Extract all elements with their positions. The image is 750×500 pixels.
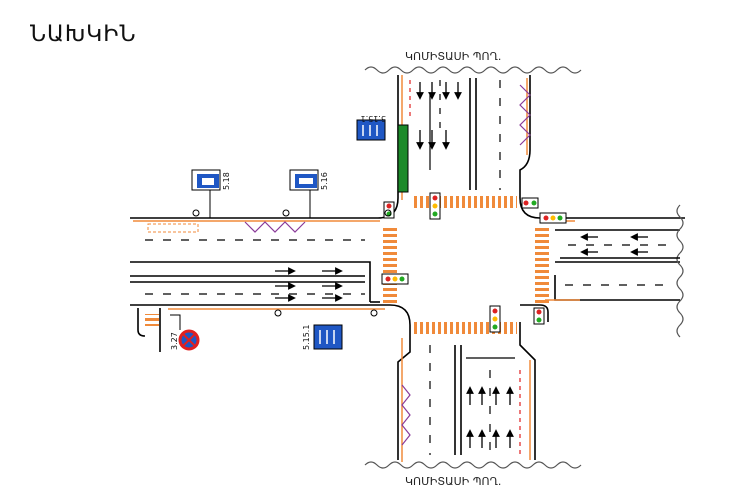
road-cut-lines xyxy=(364,66,684,469)
bus-stop-posts xyxy=(192,190,392,317)
sign-5-18-label: 5.18 xyxy=(222,172,231,190)
sign-5-18: 5.18 xyxy=(191,169,231,191)
traffic-light-6 xyxy=(489,305,501,333)
red-dash-lines xyxy=(409,80,521,455)
traffic-light-3 xyxy=(521,197,539,209)
traffic-light-4 xyxy=(539,212,567,224)
green-median xyxy=(397,124,409,193)
lane-arrows xyxy=(275,82,648,448)
traffic-lights xyxy=(381,192,567,333)
sign-5-15-1-top: 5.15.1 xyxy=(356,114,386,141)
sign-3-27-label: 3.27 xyxy=(170,332,179,350)
sign-5-15-1-bottom: 5.15.1 xyxy=(302,324,343,350)
page-title: ՆԱԽԿԻՆ xyxy=(30,22,137,47)
traffic-light-7 xyxy=(533,307,545,325)
traffic-light-2 xyxy=(429,192,441,220)
crosswalks xyxy=(145,196,549,334)
street-label-north: ԿՈՄԻՏԱՍԻ ՊՈՂ. xyxy=(405,50,501,63)
lane-markings xyxy=(130,78,680,455)
traffic-light-5 xyxy=(381,273,409,285)
zigzag-markings xyxy=(244,84,531,446)
sign-5-16-label: 5.16 xyxy=(320,172,329,190)
sign-5-15-1-bottom-label: 5.15.1 xyxy=(302,325,311,350)
street-label-south: ԿՈՄԻՏԱՍԻ ՊՈՂ. xyxy=(405,475,501,488)
sign-3-27: 3.27 xyxy=(170,314,200,351)
sign-5-16: 5.16 xyxy=(289,169,329,191)
sign-5-15-1-top-label: 5.15.1 xyxy=(361,114,386,123)
